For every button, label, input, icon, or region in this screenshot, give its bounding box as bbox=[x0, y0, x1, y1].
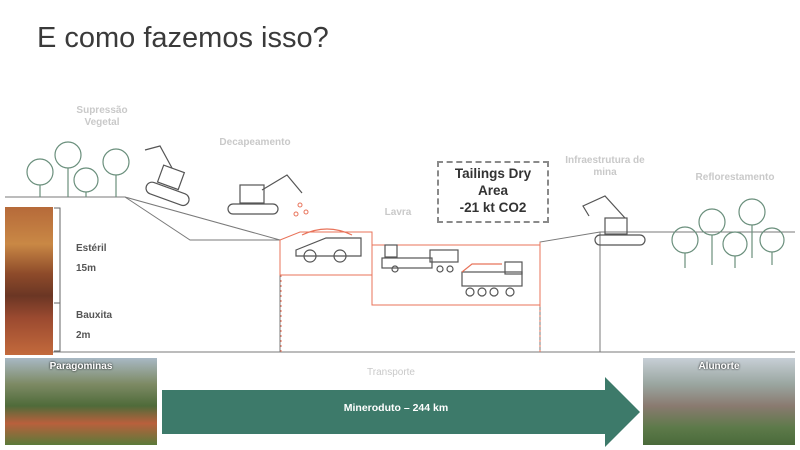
excavator-icon bbox=[227, 174, 303, 215]
tailings-dry-area-box: Tailings Dry Area -21 kt CO2 bbox=[437, 161, 549, 223]
pit-outline bbox=[279, 231, 541, 306]
bauxita-depth: 2m bbox=[76, 330, 91, 341]
trees-left bbox=[26, 141, 130, 197]
stage-supressao-vegetal: Supressão Vegetal bbox=[76, 105, 128, 128]
stage-infraestrutura: Infraestrutura de mina bbox=[565, 155, 645, 178]
dump-truck-icon bbox=[295, 228, 362, 263]
tailings-line-1: Tailings Dry bbox=[454, 166, 532, 181]
paragominas-photo: Paragominas bbox=[5, 358, 157, 445]
excavator-infra-icon bbox=[582, 195, 646, 246]
esteril-label: Estéril bbox=[76, 243, 107, 254]
pipeline-arrow bbox=[162, 377, 640, 447]
terrain-outline bbox=[5, 196, 795, 353]
alunorte-label: Alunorte bbox=[698, 361, 740, 372]
stage-lavra: Lavra bbox=[384, 207, 412, 218]
paragominas-label: Paragominas bbox=[49, 361, 113, 372]
stage-reflorestamento: Reflorestamento bbox=[695, 172, 775, 183]
soil-profile bbox=[5, 207, 53, 355]
tailings-line-2: Area bbox=[477, 183, 509, 198]
haul-truck-icon bbox=[381, 244, 459, 273]
page-title: E como fazemos isso? bbox=[37, 22, 329, 54]
bulldozer-icon bbox=[144, 145, 190, 207]
soil-bracket bbox=[54, 207, 61, 352]
mining-truck-icon bbox=[461, 261, 523, 297]
stage-decapeamento: Decapeamento bbox=[219, 137, 291, 148]
pipeline-label: Mineroduto – 244 km bbox=[343, 402, 449, 414]
trees-right bbox=[671, 198, 785, 268]
alunorte-photo: Alunorte bbox=[643, 358, 795, 445]
esteril-depth: 15m bbox=[76, 263, 97, 274]
stage-transporte: Transporte bbox=[367, 367, 415, 378]
tailings-line-3: -21 kt CO2 bbox=[459, 200, 527, 215]
debris-particles bbox=[293, 202, 309, 217]
bauxita-label: Bauxita bbox=[76, 310, 113, 321]
